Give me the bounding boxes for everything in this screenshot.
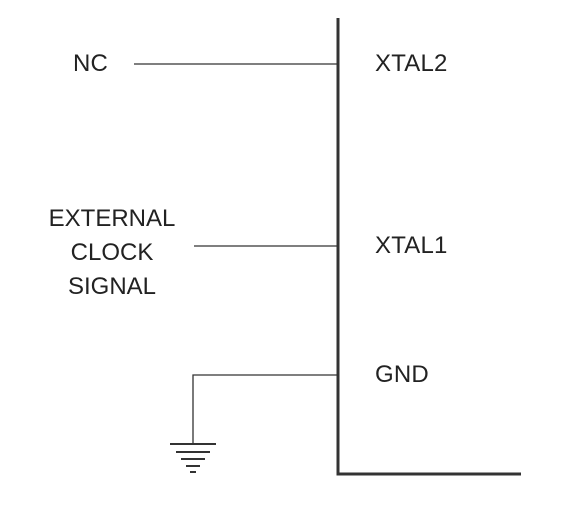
external-clock-line-3: SIGNAL (67, 273, 157, 300)
pin-label-xtal2: XTAL2 (375, 50, 448, 77)
pin-label-xtal1: XTAL1 (375, 232, 448, 259)
external-clock-line-2: CLOCK (70, 239, 154, 266)
external-clock-signal-label: EXTERNAL CLOCK SIGNAL (36, 202, 188, 304)
pin-label-gnd: GND (375, 361, 429, 388)
gnd-wire (192, 374, 338, 443)
nc-label: NC (73, 50, 109, 77)
external-clock-line-1: EXTERNAL (48, 205, 176, 232)
ground-symbol-icon (170, 443, 216, 473)
